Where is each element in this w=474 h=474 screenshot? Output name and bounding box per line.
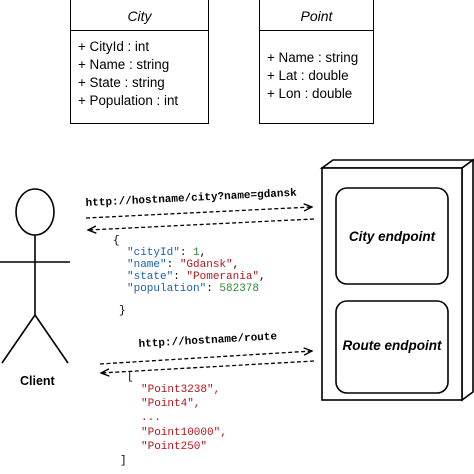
route-point-item: "Point250" (141, 441, 208, 453)
route-response-arrow (101, 360, 315, 373)
json-value: "Pomerania" (186, 271, 260, 283)
point-attr-name: + Name : string (267, 50, 359, 65)
client-actor-icon (0, 188, 70, 364)
city-attr-population: + Population : int (78, 93, 179, 108)
city-request-arrow (85, 207, 312, 219)
json-trail: , (199, 247, 207, 259)
json-open-brace: { (113, 235, 120, 247)
client-label: Client (20, 374, 55, 388)
json-sep: : (173, 271, 187, 283)
json-value: 1 (193, 247, 200, 259)
json-value: 582378 (219, 283, 260, 295)
json-sep: : (179, 247, 194, 259)
json-sep: : (206, 283, 220, 295)
point-class-title: Point (300, 8, 333, 24)
list-close-bracket: ] (120, 455, 127, 467)
route-ellipsis: ... (141, 412, 161, 424)
json-key: "cityId" (127, 247, 180, 259)
json-field-name: "name": "Gdansk", (127, 259, 239, 271)
json-key: "state" (127, 271, 174, 283)
city-class-title: City (127, 8, 152, 24)
city-attr-name: + Name : string (78, 57, 170, 72)
list-open-bracket: [ (127, 371, 134, 383)
json-trail: , (232, 259, 240, 271)
json-field-population: "population": 582378 (127, 283, 259, 295)
city-response-arrow (88, 218, 315, 230)
route-point-item: "Point3238", (141, 384, 221, 396)
city-endpoint-label: City endpoint (348, 229, 436, 244)
point-attr-lat: + Lat : double (267, 68, 349, 83)
json-close-brace: } (119, 305, 126, 317)
json-value: "Gdansk" (179, 259, 233, 271)
json-sep: : (166, 259, 180, 271)
city-class-divider (71, 30, 208, 31)
route-request-arrow (99, 351, 312, 365)
route-point-item: "Point4", (141, 398, 201, 410)
point-class-divider (260, 30, 373, 31)
json-key: "population" (127, 283, 207, 295)
point-class-box: Point + Name : string + Lat : double + L… (259, 0, 374, 124)
route-endpoint-label: Route endpoint (342, 338, 442, 353)
json-field-state: "state": "Pomerania", (127, 271, 266, 283)
json-field-cityid: "cityId": 1, (127, 247, 206, 259)
point-attr-lon: + Lon : double (267, 86, 353, 101)
city-endpoint-box (335, 187, 449, 285)
city-attr-cityid: + CityId : int (78, 39, 150, 54)
city-attr-state: + State : string (78, 75, 165, 90)
route-endpoint-box (335, 300, 449, 394)
json-key: "name" (127, 259, 167, 271)
json-trail: , (259, 271, 266, 283)
route-point-item: "Point10000", (141, 427, 227, 439)
city-class-box: City + CityId : int + Name : string + St… (70, 0, 209, 124)
